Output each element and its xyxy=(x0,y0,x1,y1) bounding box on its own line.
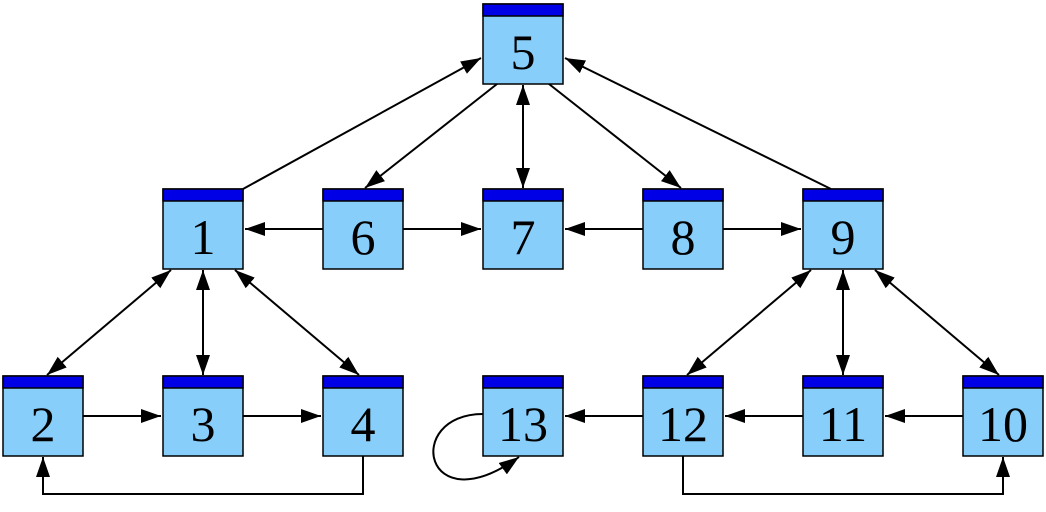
node-5: 5 xyxy=(482,3,564,85)
node-10: 10 xyxy=(962,375,1044,457)
nodes-layer: 5 1 6 7 8 9 2 3 4 13 12 11 10 xyxy=(2,3,1044,457)
node-box xyxy=(482,188,564,270)
node-header xyxy=(802,375,884,389)
node-label: 4 xyxy=(351,396,376,452)
edge-1-to-5 xyxy=(242,57,482,190)
node-header xyxy=(162,188,244,202)
edge-4-to-2 xyxy=(36,456,364,495)
node-label: 10 xyxy=(978,396,1028,452)
node-header xyxy=(642,375,724,389)
edges-layer xyxy=(36,57,1010,495)
node-1: 1 xyxy=(162,188,244,270)
edge-1-to-4 xyxy=(234,269,360,376)
node-label: 13 xyxy=(498,396,548,452)
node-8: 8 xyxy=(642,188,724,270)
node-box xyxy=(162,375,244,457)
node-label: 6 xyxy=(351,209,376,265)
edge-9-to-10 xyxy=(874,269,1000,376)
node-header xyxy=(642,188,724,202)
edge-5-to-8 xyxy=(548,83,682,189)
node-header xyxy=(162,375,244,389)
node-2: 2 xyxy=(2,375,84,457)
edge-5-to-6 xyxy=(364,83,498,189)
node-header xyxy=(962,375,1044,389)
node-13: 13 xyxy=(482,375,564,457)
node-label: 7 xyxy=(511,209,536,265)
node-12: 12 xyxy=(642,375,724,457)
node-box xyxy=(2,375,84,457)
node-label: 9 xyxy=(831,209,856,265)
node-label: 2 xyxy=(31,396,56,452)
node-header xyxy=(482,375,564,389)
node-box xyxy=(482,375,564,457)
edge-13-to-13 xyxy=(432,413,520,481)
edge-9-to-5 xyxy=(564,57,832,190)
node-header xyxy=(322,375,404,389)
node-box xyxy=(642,188,724,270)
node-label: 1 xyxy=(191,209,216,265)
node-header xyxy=(482,3,564,17)
node-label: 11 xyxy=(819,396,867,452)
edge-1-to-2 xyxy=(46,269,172,376)
node-11: 11 xyxy=(802,375,884,457)
node-box xyxy=(962,375,1044,457)
node-box xyxy=(802,188,884,270)
edge-9-to-12 xyxy=(686,269,812,376)
edge-12-to-10 xyxy=(682,456,1010,495)
node-label: 8 xyxy=(671,209,696,265)
node-header xyxy=(322,188,404,202)
node-box xyxy=(482,3,564,85)
node-box xyxy=(322,188,404,270)
node-label: 5 xyxy=(511,24,536,80)
node-7: 7 xyxy=(482,188,564,270)
node-box xyxy=(162,188,244,270)
node-label: 3 xyxy=(191,396,216,452)
node-6: 6 xyxy=(322,188,404,270)
node-9: 9 xyxy=(802,188,884,270)
node-label: 12 xyxy=(658,396,708,452)
node-header xyxy=(2,375,84,389)
node-box xyxy=(322,375,404,457)
node-header xyxy=(482,188,564,202)
node-3: 3 xyxy=(162,375,244,457)
node-header xyxy=(802,188,884,202)
node-4: 4 xyxy=(322,375,404,457)
